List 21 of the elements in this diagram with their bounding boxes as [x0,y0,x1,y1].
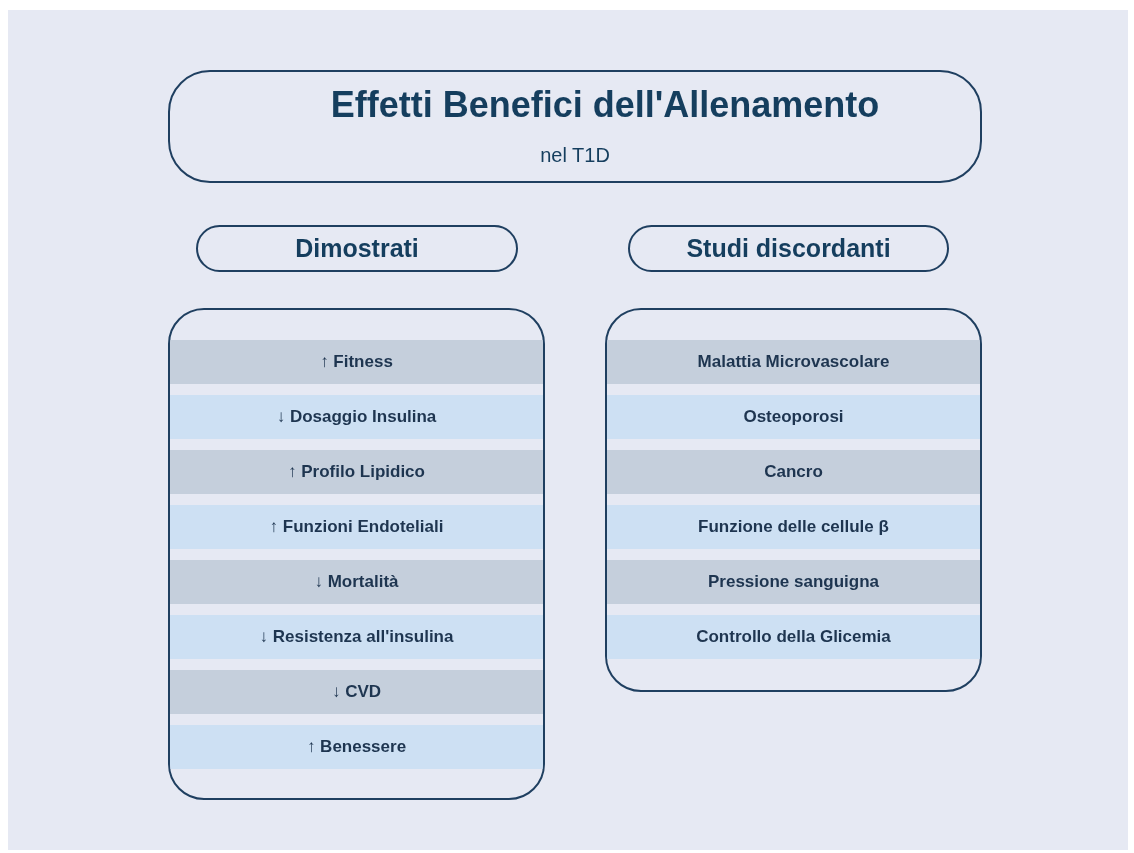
title: Effetti Benefici dell'Allenamento [329,84,881,126]
list-row: Funzione delle cellule β [607,505,980,549]
list-row: ↑ Funzioni Endoteliali [170,505,543,549]
list-row: ↓ Dosaggio Insulina [170,395,543,439]
panel-container [605,308,982,692]
heading-pill: Dimostrati [196,225,518,272]
list-row: ↓ Mortalità [170,560,543,604]
list-row: ↓ CVD [170,670,543,714]
list-row: Pressione sanguigna [607,560,980,604]
heading-pill: Studi discordanti [628,225,949,272]
list-row: Malattia Microvascolare [607,340,980,384]
list-row: ↑ Benessere [170,725,543,769]
list-row: ↑ Fitness [170,340,543,384]
panel-container [168,308,545,800]
list-row: Osteoporosi [607,395,980,439]
list-row: ↑ Profilo Lipidico [170,450,543,494]
list-row: Cancro [607,450,980,494]
list-row: ↓ Resistenza all'insulina [170,615,543,659]
subtitle: nel T1D [539,144,611,167]
title-box [168,70,982,183]
list-row: Controllo della Glicemia [607,615,980,659]
